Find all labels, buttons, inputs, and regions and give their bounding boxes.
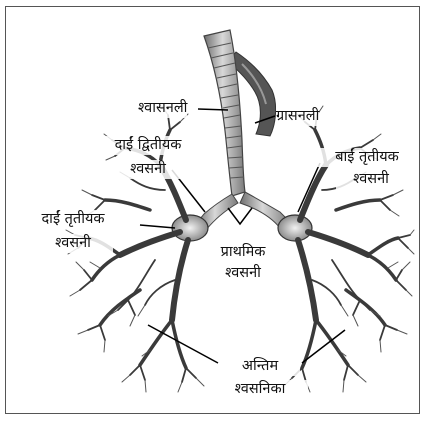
right-secondary-label-line1: दाईं द्वितीयक — [93, 136, 203, 155]
primary-bronchi-label-line1: प्राथमिक — [208, 243, 278, 262]
right-tertiary-leader — [140, 225, 175, 228]
primary-bronchi-leader — [228, 208, 252, 224]
right-tertiary-label-line1: दाईं तृतीयक — [18, 210, 128, 229]
esophagus-label: ग्रासनली — [276, 107, 319, 126]
right-tertiary-label-line2: श्वसनी — [33, 234, 113, 253]
trachea-leader — [198, 109, 228, 110]
terminal-bronchiole-label-line1: अन्तिम — [220, 357, 300, 376]
left-tertiary-label-line1: बाईं तृतीयक — [317, 148, 417, 167]
primary-bronchi-shape — [196, 192, 290, 230]
left-tertiary-label-line2: श्वसनी — [336, 170, 406, 189]
right-lobe-junction — [172, 215, 208, 241]
terminal-bronchiole-label-line2: श्वसनिका — [212, 380, 308, 399]
right-secondary-label-line2: श्वसनी — [113, 160, 183, 179]
left-lobe-junction — [278, 215, 312, 241]
trachea-label: श्वासनली — [138, 99, 187, 118]
primary-bronchi-label-line2: श्वसनी — [208, 264, 278, 283]
